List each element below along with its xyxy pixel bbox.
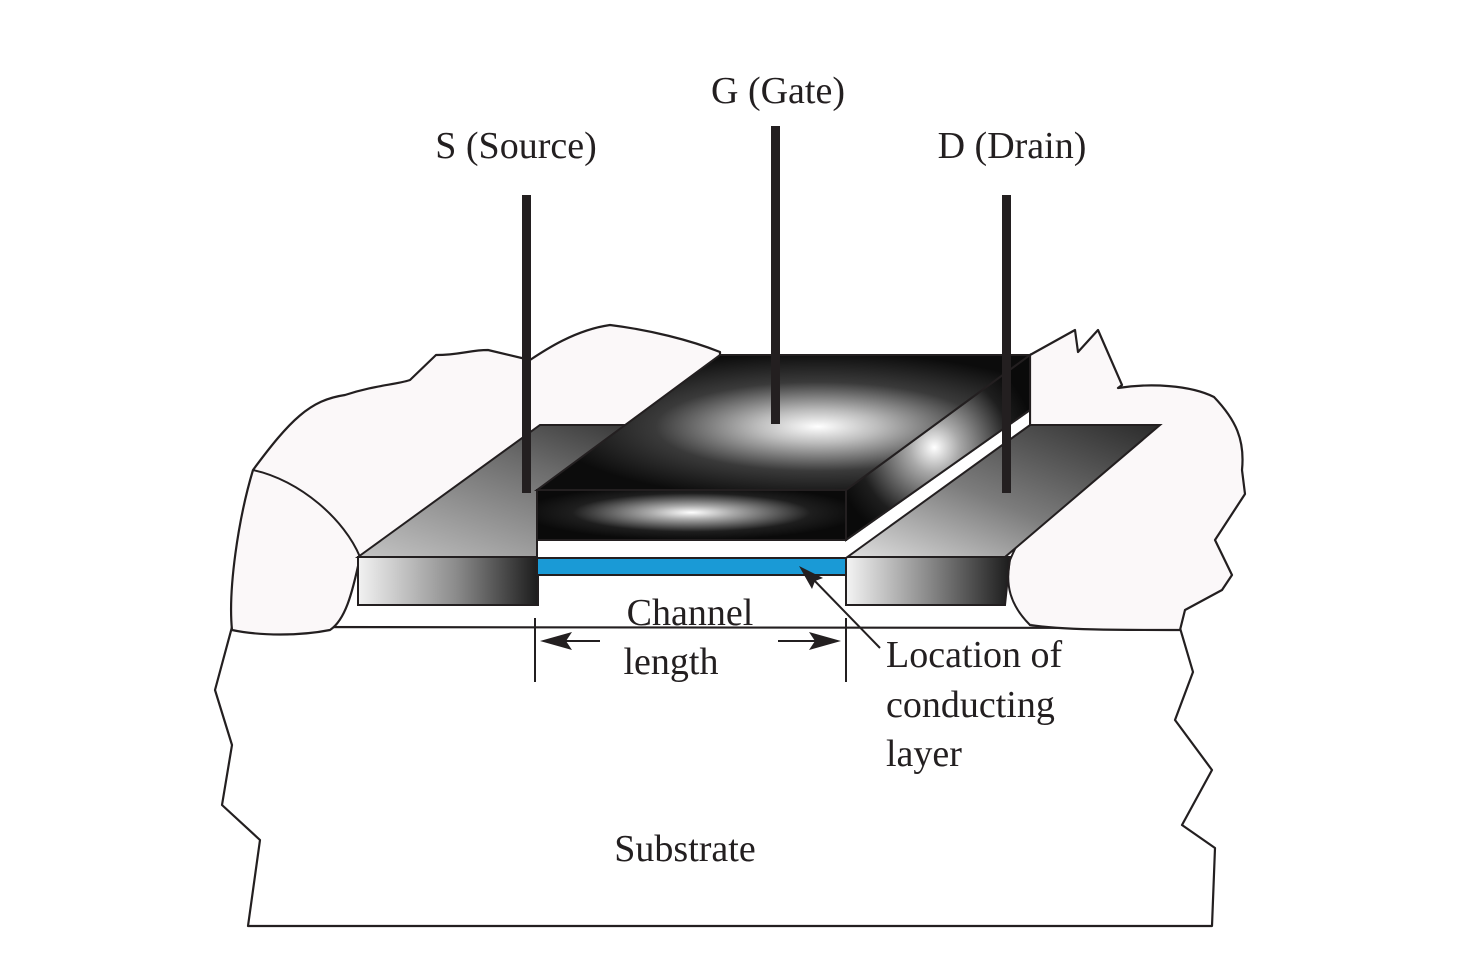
gate-label: G (Gate) <box>711 70 845 112</box>
drain-label: D (Drain) <box>938 125 1087 167</box>
channel-length-left-arrowhead <box>540 632 572 650</box>
drain-region-front <box>845 556 1012 606</box>
channel-length-label-line1: Channel <box>627 592 754 634</box>
conducting-layer-label-line1: Location of <box>886 634 1063 676</box>
substrate-block <box>213 625 1217 928</box>
conducting-layer-label-line2: conducting <box>886 684 1055 726</box>
channel-length-label-line2: length <box>624 641 719 683</box>
drain-lead <box>1002 195 1011 493</box>
conducting-layer <box>536 557 847 576</box>
conducting-layer-pointer-arrowhead <box>799 566 823 589</box>
left-region-edge <box>252 469 361 558</box>
gate-top-face <box>533 354 1034 491</box>
channel-length-right-arrowhead <box>809 632 841 650</box>
conducting-layer-label-line3: layer <box>886 733 962 775</box>
gate-front-face <box>536 489 847 541</box>
conducting-layer-pointer-line <box>809 575 881 649</box>
source-label: S (Source) <box>435 125 596 167</box>
substrate-label: Substrate <box>614 828 755 870</box>
source-lead <box>522 195 531 493</box>
gate-lead <box>771 126 780 424</box>
right-region-back <box>1028 328 1247 632</box>
source-region-front <box>357 556 539 606</box>
